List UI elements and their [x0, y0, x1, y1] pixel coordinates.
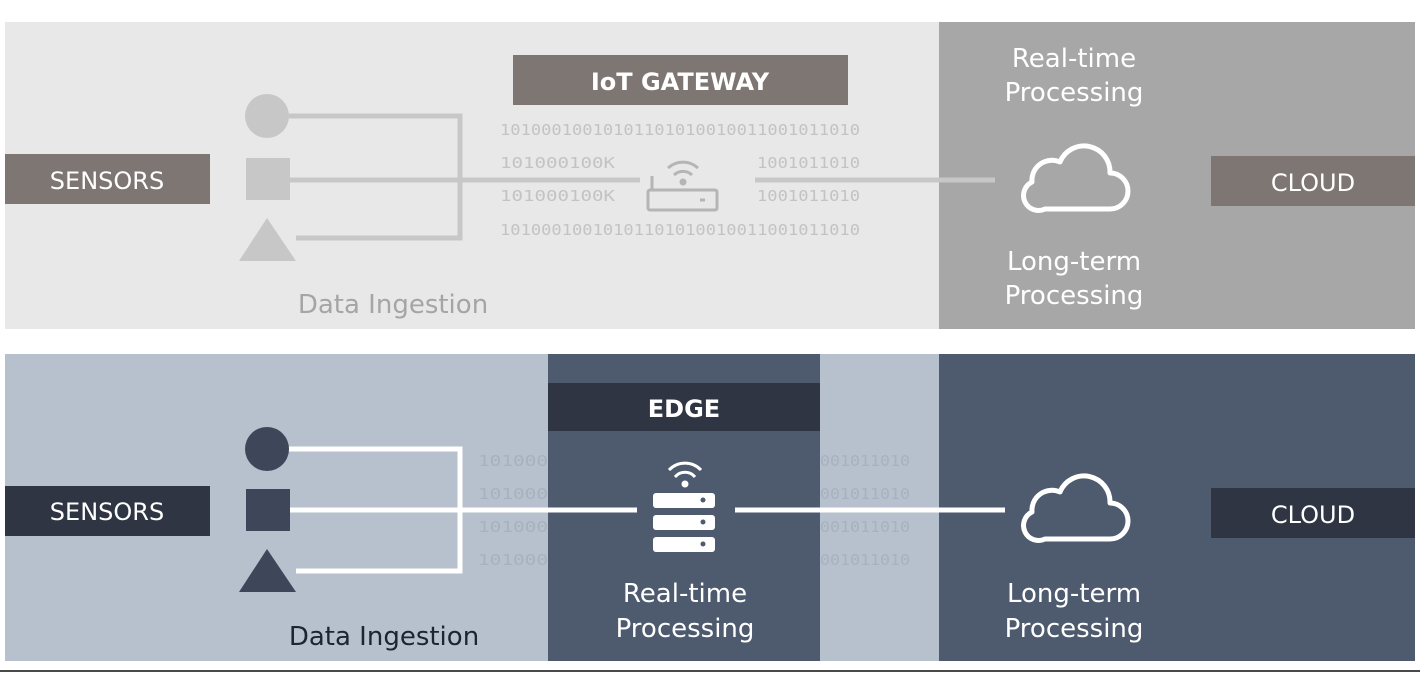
bottom-sensors-label: SENSORS	[50, 498, 164, 526]
top-diagram: SENSORS IoT GATEWAY 10100010010101101010…	[5, 22, 1415, 329]
top-binary-row-3-right: 1001011010	[757, 187, 860, 205]
bottom-diagram: SENSORS 101000 101000 101000 101000 0010…	[5, 354, 1415, 661]
bottom-binary-right-1: 001011010	[820, 452, 910, 470]
bottom-binary-right-3: 001011010	[820, 518, 910, 536]
bottom-binary-left-4: 101000	[478, 551, 548, 569]
top-gateway-box: IoT GATEWAY	[513, 55, 848, 105]
bottom-binary-left-2: 101000	[478, 485, 548, 503]
top-square-sensor-icon	[246, 158, 290, 200]
bottom-cloud-icon	[1021, 473, 1131, 543]
bottom-circle-sensor-icon	[245, 427, 289, 471]
top-sensors-label: SENSORS	[50, 167, 164, 195]
top-triangle-sensor-icon	[239, 218, 296, 261]
top-ingestion-label: Data Ingestion	[298, 290, 488, 320]
bottom-realtime-label-line1: Real-time	[623, 579, 747, 609]
top-binary-row-4: 10100010010101101010010011001011010	[500, 221, 860, 239]
top-cloud-icon	[1021, 143, 1131, 213]
bottom-binary-left-1: 101000	[478, 452, 548, 470]
top-circle-sensor-icon	[245, 94, 289, 138]
bottom-sensors-box: SENSORS	[5, 486, 210, 536]
top-binary-row-2-left: 101000100K	[500, 154, 615, 172]
top-realtime-label-line2: Processing	[1005, 78, 1144, 108]
bottom-longterm-label-line2: Processing	[1005, 614, 1144, 644]
top-realtime-label-line1: Real-time	[1012, 44, 1136, 74]
top-cloud-label: CLOUD	[1271, 169, 1355, 197]
bottom-binary-right-4: 001011010	[820, 551, 910, 569]
wifi-signal-icon	[667, 461, 703, 488]
top-binary-row-3-left: 101000100K	[500, 187, 615, 205]
top-gateway-label: IoT GATEWAY	[591, 68, 770, 96]
bottom-realtime-label-line2: Processing	[616, 614, 755, 644]
bottom-triangle-sensor-icon	[239, 549, 296, 592]
bottom-edge-box: EDGE	[548, 383, 820, 431]
top-binary-streams: 10100010010101101010010011001011010 1010…	[500, 121, 860, 239]
top-sensors-box: SENSORS	[5, 154, 210, 204]
bottom-connectors	[289, 446, 1005, 574]
bottom-cloud-label: CLOUD	[1271, 501, 1355, 529]
top-binary-row-1: 10100010010101101010010011001011010	[500, 121, 860, 139]
bottom-edge-label: EDGE	[648, 395, 720, 423]
server-stack-icon	[653, 493, 715, 552]
bottom-ingestion-label: Data Ingestion	[289, 622, 479, 652]
bottom-longterm-label-line1: Long-term	[1007, 579, 1141, 609]
bottom-binary-left-3: 101000	[478, 518, 548, 536]
wifi-router-icon	[646, 160, 719, 212]
bottom-cloud-box: CLOUD	[1211, 488, 1415, 538]
top-cloud-box: CLOUD	[1211, 156, 1415, 206]
bottom-binary-right-2: 001011010	[820, 485, 910, 503]
bottom-square-sensor-icon	[246, 489, 290, 531]
bottom-binary-streams: 101000 101000 101000 101000 001011010 00…	[478, 452, 910, 569]
top-longterm-label-line1: Long-term	[1007, 247, 1141, 277]
top-connectors	[289, 113, 995, 241]
top-longterm-label-line2: Processing	[1005, 281, 1144, 311]
top-binary-row-2-right: 1001011010	[757, 154, 860, 172]
